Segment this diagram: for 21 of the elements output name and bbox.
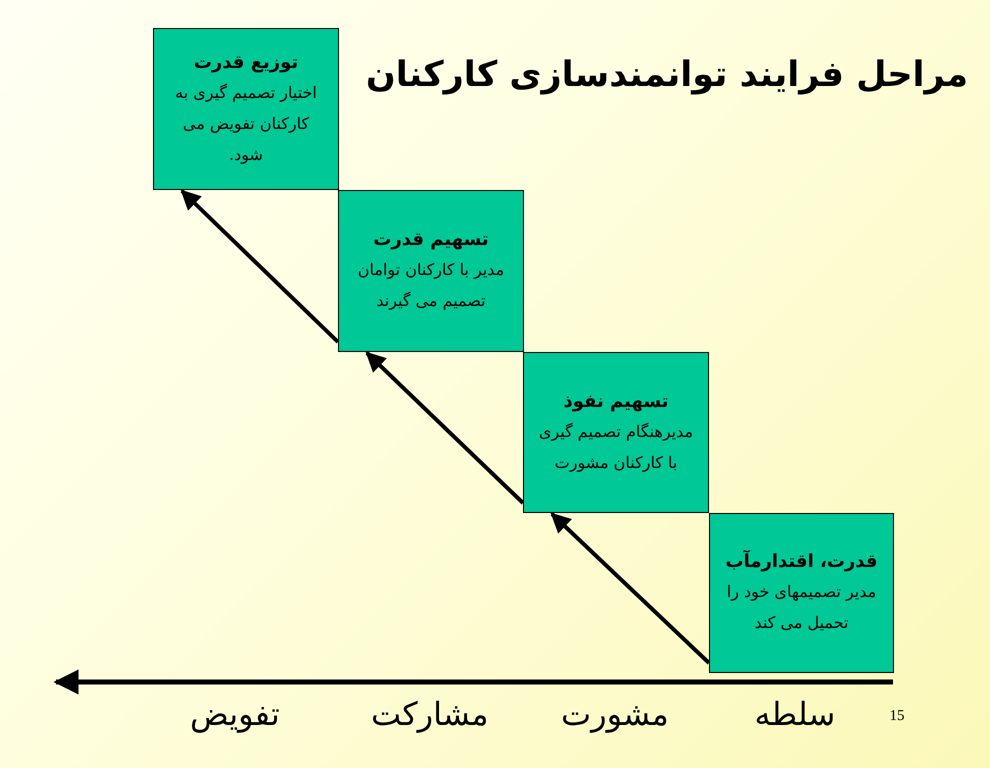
stage-description: مدیر تصمیمهای خود را تحمیل می کند: [726, 581, 878, 634]
stage-label: تفویض: [190, 695, 280, 733]
slide-title: مراحل فرایند توانمندسازی کارکنان: [366, 55, 968, 95]
stage-description: اختیار تصمیم گیری به کارکنان تفویض می شود.: [174, 82, 318, 166]
stage-heading: توزیع قدرت: [194, 50, 298, 74]
stage-box: [709, 513, 894, 673]
page-number: 15: [890, 708, 904, 725]
arrow: [366, 352, 524, 504]
stage-label: سلطه: [754, 695, 836, 733]
stage-label: مشارکت: [371, 695, 489, 733]
stage-heading: تسهیم نفوذ: [564, 390, 668, 414]
stage-description: مدیر با کارکنان توامان تصمیم می گیرند: [356, 259, 506, 312]
stage-heading: تسهیم قدرت: [373, 228, 489, 252]
stage-label: مشورت: [561, 695, 669, 733]
stage-description: مدیرهنگام تصمیم گیری با کارکنان مشورت: [538, 420, 694, 474]
arrow: [550, 512, 710, 664]
stage-box: [338, 190, 524, 352]
stage-heading: قدرت، اقتدارمآب: [726, 549, 878, 574]
stage-box: [153, 28, 339, 190]
stage-box: [523, 352, 709, 513]
arrow: [180, 190, 340, 344]
